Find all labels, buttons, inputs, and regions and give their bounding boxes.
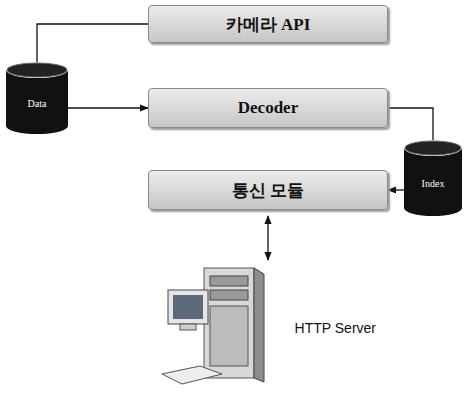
process-box: Decoder [148,88,388,128]
connector [267,216,268,260]
connector [388,108,433,140]
data-store: Data [6,62,68,134]
api-box: 카메라 API [148,5,388,43]
node-label: Decoder [238,98,298,118]
index-store: Index [404,140,462,216]
connector [68,107,148,108]
server-node: HTTP Server [160,262,380,394]
node-label: Data [28,98,47,109]
node-label: Index [422,178,445,189]
node-label: HTTP Server [295,320,376,336]
node-label: 카메라 API [226,13,311,36]
connector [388,189,404,190]
node-label: 통신 모듈 [232,179,304,202]
connector [37,24,148,62]
module-box: 통신 모듈 [148,170,388,210]
